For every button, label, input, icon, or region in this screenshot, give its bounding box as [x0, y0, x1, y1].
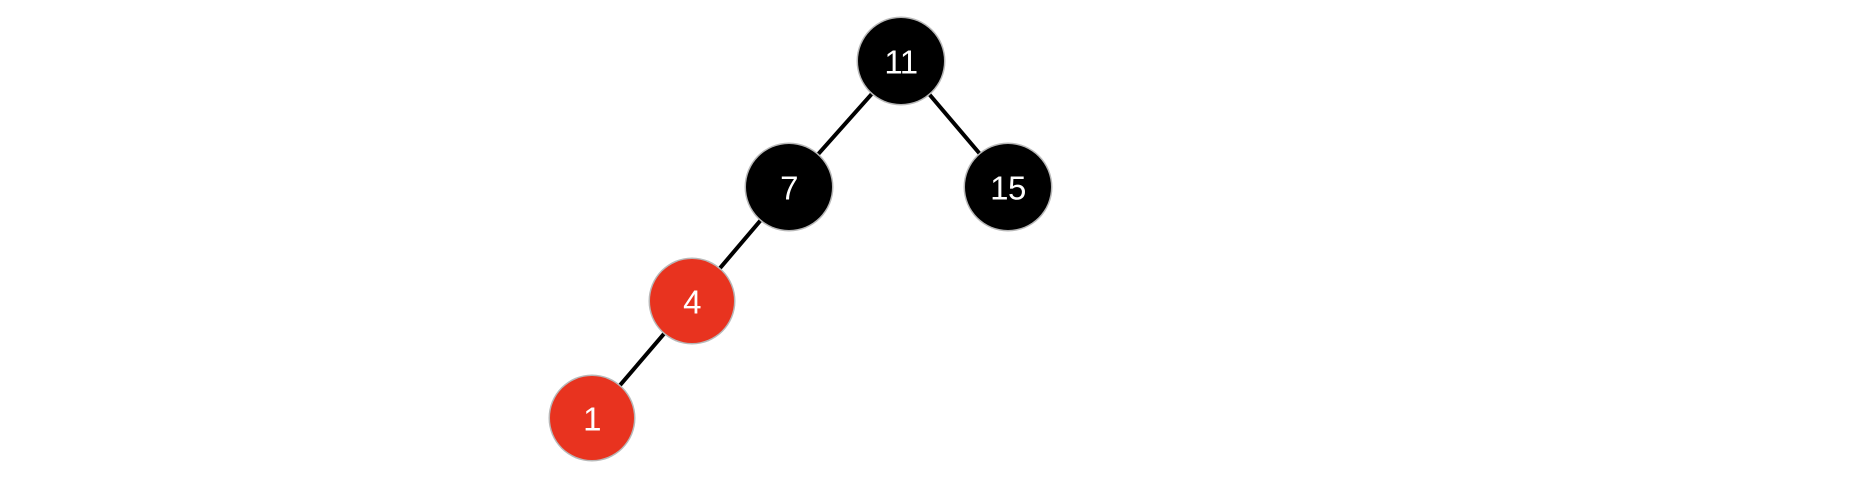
- tree-node[interactable]: 15: [963, 142, 1053, 232]
- tree-edge: [814, 90, 876, 158]
- node-circle-black[interactable]: [965, 144, 1051, 230]
- edges-layer: [616, 90, 983, 389]
- node-label: 15: [990, 170, 1026, 207]
- node-label: 4: [683, 284, 701, 321]
- node-circle-red[interactable]: [650, 259, 734, 343]
- tree-edge: [616, 330, 668, 389]
- tree-node[interactable]: 7: [744, 142, 834, 232]
- tree-node[interactable]: 11: [856, 16, 946, 106]
- node-circle-red[interactable]: [550, 376, 634, 460]
- nodes-layer: 11 7 15 4 1: [548, 16, 1053, 462]
- node-label: 7: [780, 170, 798, 207]
- node-label: 1: [583, 401, 601, 438]
- tree-edge: [716, 216, 764, 272]
- tree-edge: [926, 90, 983, 158]
- tree-node[interactable]: 4: [648, 257, 736, 345]
- node-label: 11: [884, 44, 917, 81]
- tree-node[interactable]: 1: [548, 374, 636, 462]
- node-circle-black[interactable]: [746, 144, 832, 230]
- node-circle-black[interactable]: [858, 18, 944, 104]
